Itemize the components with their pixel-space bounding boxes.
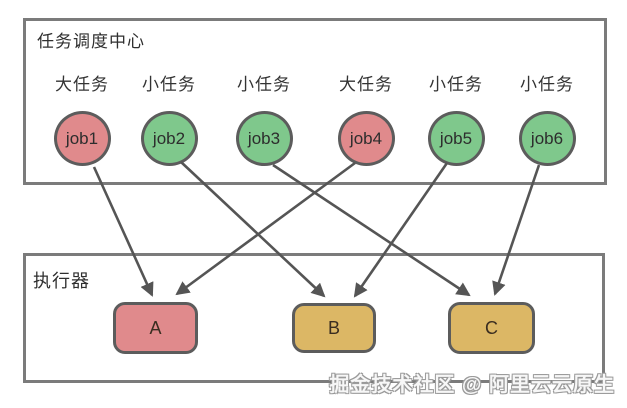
job-column-1: 大任务 job1 [36, 74, 128, 166]
job-column-4: 大任务 job4 [320, 74, 412, 166]
job-column-2: 小任务 job2 [123, 74, 215, 166]
job4-category-label: 大任务 [339, 75, 393, 94]
scheduler-title: 任务调度中心 [37, 32, 145, 51]
executor-title: 执行器 [33, 271, 90, 291]
job2-node: job2 [140, 111, 198, 166]
executor-node-c: C [448, 302, 535, 354]
executor-node-a: A [113, 302, 198, 354]
job3-category-label: 小任务 [237, 75, 291, 94]
executor-node-b: B [292, 303, 376, 353]
job5-node: job5 [427, 111, 485, 166]
job6-node: job6 [518, 111, 576, 166]
job1-category-label: 大任务 [55, 75, 109, 94]
watermark: 掘金技术社区 @ 阿里云云原生 [329, 374, 615, 396]
job-column-5: 小任务 job5 [410, 74, 502, 166]
job1-node: job1 [53, 111, 111, 166]
job-column-6: 小任务 job6 [501, 74, 593, 166]
job2-category-label: 小任务 [142, 75, 196, 94]
job3-node: job3 [235, 111, 293, 166]
job5-category-label: 小任务 [429, 75, 483, 94]
job4-node: job4 [337, 111, 395, 166]
job-column-3: 小任务 job3 [218, 74, 310, 166]
job6-category-label: 小任务 [520, 75, 574, 94]
